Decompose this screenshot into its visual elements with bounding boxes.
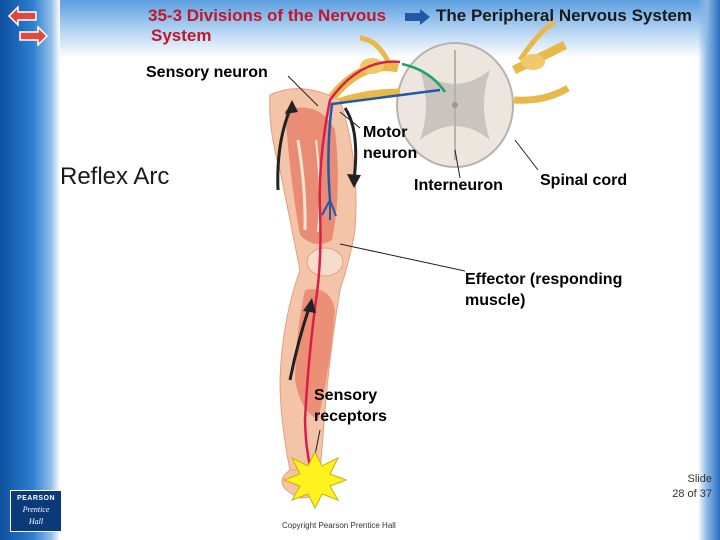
pearson-prentice-hall-logo: PEARSON Prentice Hall	[10, 490, 62, 532]
label-receptors-line2: receptors	[314, 406, 387, 427]
label-effector-line2: muscle)	[465, 290, 622, 311]
label-sensory-receptors: Sensory receptors	[314, 385, 387, 427]
copyright-notice: Copyright Pearson Prentice Hall	[282, 521, 396, 530]
label-effector-line1: Effector (responding	[465, 269, 622, 290]
slide-number: Slide 28 of 37	[662, 472, 712, 502]
label-spinal-cord: Spinal cord	[540, 170, 627, 191]
logo-line1: Prentice	[11, 505, 61, 514]
label-effector: Effector (responding muscle)	[465, 269, 622, 311]
label-motor-neuron: Motor neuron	[363, 122, 417, 164]
label-interneuron: Interneuron	[414, 175, 503, 196]
starburst-stimulus-icon	[284, 452, 346, 508]
slide-number-line1: Slide	[662, 472, 712, 487]
logo-line2: Hall	[11, 517, 61, 526]
slide-number-line2: 28 of 37	[662, 487, 712, 502]
label-sensory-neuron: Sensory neuron	[146, 62, 268, 83]
label-receptors-line1: Sensory	[314, 385, 387, 406]
logo-brand: PEARSON	[11, 495, 61, 502]
leg-silhouette	[270, 89, 356, 498]
label-motor-line1: Motor	[363, 122, 417, 143]
label-motor-line2: neuron	[363, 143, 417, 164]
